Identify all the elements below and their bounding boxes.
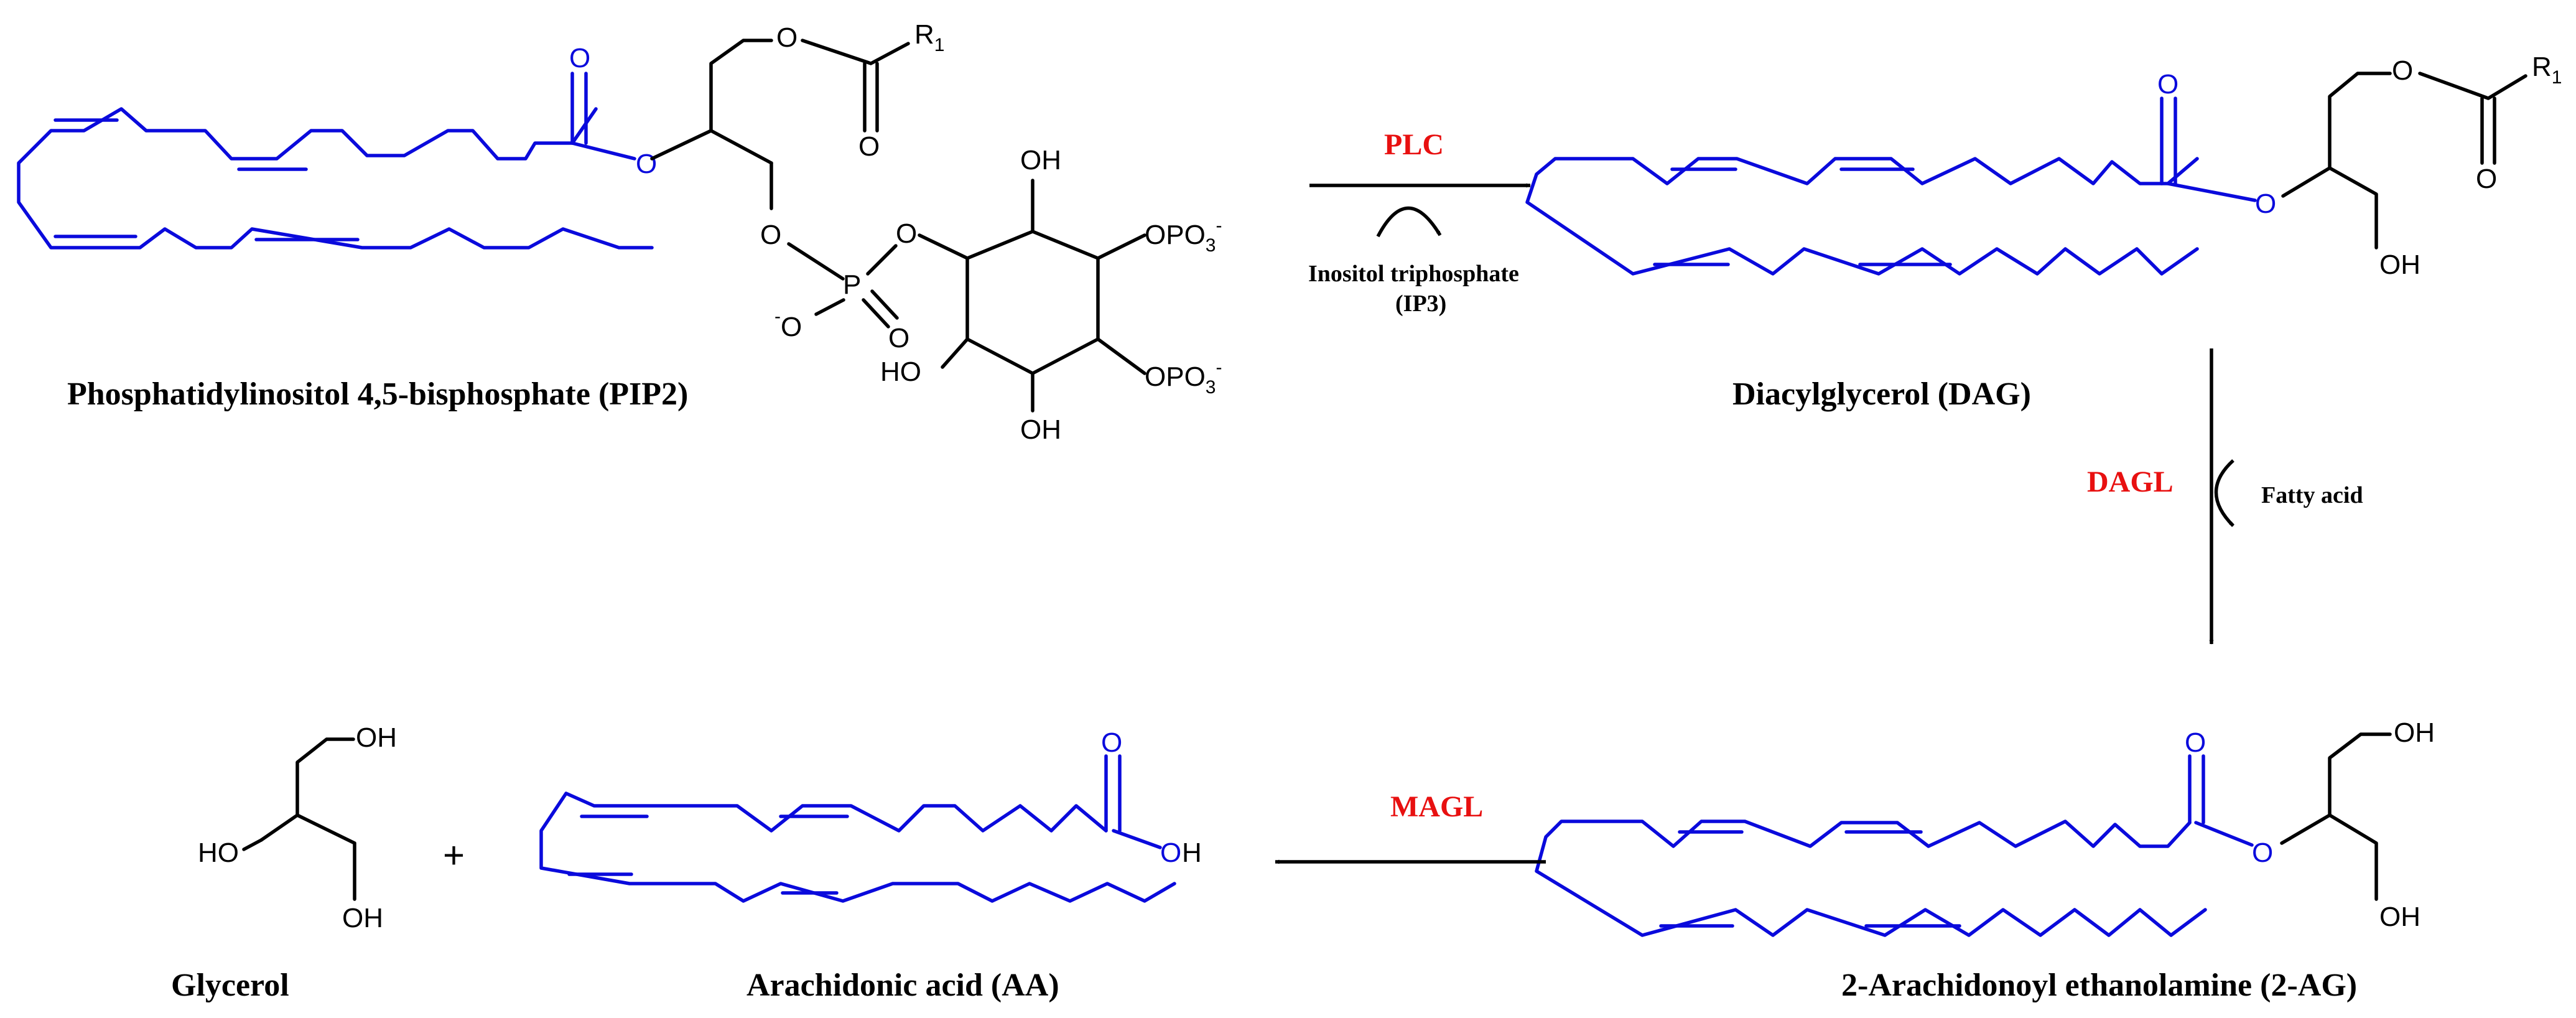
dag-acyl-r1 (2418, 72, 2527, 100)
glycerol-backbone-bottom (295, 813, 356, 901)
pip2-ring-ho-left (941, 337, 969, 369)
plus-sign: + (443, 834, 465, 876)
dag-oh: OH (2379, 250, 2420, 280)
pip2-phosphate-o1: O (760, 220, 781, 250)
pip2-po-bond2 (866, 244, 898, 276)
dag-sn1-o: O (2392, 55, 2413, 86)
pip2-phosphate-o3: O (888, 323, 909, 353)
pip2-label: Phosphatidylinositol 4,5-bisphosphate (P… (67, 376, 688, 412)
dag-label: Diacylglycerol (DAG) (1732, 376, 2031, 412)
two-ag-chain (1535, 820, 2207, 937)
pip2-oh-top: OH (1020, 145, 1061, 175)
ip3-curved-arrow (1376, 206, 1442, 238)
pip2-phosphate-o2: O (896, 218, 917, 249)
fatty-acid-label: Fatty acid (2261, 482, 2363, 508)
pip2-p-double-b (870, 289, 899, 320)
fatty-acid-curved-arrow (2214, 459, 2234, 527)
two-ag-ester-o-bond (2194, 821, 2254, 847)
magl-reaction: MAGL (1275, 790, 1546, 864)
glycerol-structure: OH HO OH Glycerol (171, 722, 397, 1003)
pip2-inositol-ring (965, 230, 1100, 375)
pip2-po-bond3 (814, 298, 845, 316)
ip3-label-line2: (IP3) (1395, 291, 1446, 317)
two-ag-oh-bottom: OH (2379, 902, 2420, 932)
pip2-carbonyl-o: O (569, 43, 590, 73)
magl-enzyme-label: MAGL (1390, 790, 1483, 823)
pip2-acyl-o: O (858, 131, 880, 162)
two-ag-structure: O O OH OH 2-Arachidonoyl ethanolamine (2… (1535, 717, 2435, 1003)
glycerol-label: Glycerol (171, 968, 289, 1003)
dag-r-group: R1 (2532, 52, 2562, 88)
pip2-ho-left: HO (880, 357, 921, 387)
two-ag-ester-o: O (2252, 838, 2273, 868)
aa-oh-bond (1112, 829, 1162, 849)
two-ag-oh-top: OH (2394, 717, 2435, 748)
two-ag-label: 2-Arachidonoyl ethanolamine (2-AG) (1841, 968, 2357, 1003)
pip2-o-ring-bond (918, 233, 969, 260)
pip2-phosphorus: P (843, 269, 861, 300)
two-ag-glycerol-bottom (2328, 813, 2378, 901)
pip2-sn1-o: O (776, 22, 797, 53)
pip2-ring-opo-bottom (1096, 337, 1146, 375)
pip2-structure: O O O O R1 O P O -O O OH OPO3- OPO3- OH (17, 19, 1222, 445)
dagl-enzyme-label: DAGL (2087, 465, 2174, 498)
aa-chain (539, 792, 1176, 903)
pip2-chain-upper (17, 107, 654, 250)
dag-acyl-o: O (2476, 164, 2497, 194)
dag-glycerol-backbone (2281, 72, 2392, 198)
dag-ch2oh (2328, 166, 2378, 250)
glycerol-oh-bottom: OH (342, 903, 383, 933)
aa-oh: O (1160, 838, 1181, 868)
two-ag-glycerol-top (2280, 732, 2392, 845)
two-ag-carbonyl-o: O (2185, 727, 2206, 758)
glycerol-ho-bond (242, 838, 263, 851)
pip2-po-bond1 (787, 242, 845, 281)
plc-reaction: PLC Inositol triphosphate (IP3) (1308, 128, 1531, 317)
aa-oh-h: H (1182, 838, 1202, 868)
aa-label: Arachidonic acid (AA) (746, 968, 1059, 1003)
aa-structure: O O H Arachidonic acid (AA) (539, 727, 1202, 1003)
aa-carbonyl-o: O (1101, 727, 1122, 758)
glycerol-oh-top: OH (356, 722, 397, 753)
dag-structure: O O OH O O R1 Diacylglycerol (DAG) (1525, 52, 2562, 412)
plc-enzyme-label: PLC (1384, 128, 1444, 161)
pip2-ring-opo-top (1096, 233, 1146, 260)
dagl-reaction: DAGL Fatty acid (2087, 348, 2363, 645)
pip2-p-double-a (862, 298, 890, 329)
pip2-opo3-top: OPO3- (1145, 215, 1222, 256)
pip2-glycerol-backbone (650, 39, 773, 161)
pip2-ester-o-bond (570, 141, 636, 161)
dag-ester-o: O (2255, 189, 2276, 219)
pip2-acyl-r1 (801, 39, 910, 65)
pip2-opo3-bottom: OPO3- (1145, 357, 1222, 398)
glycerol-backbone-top (259, 737, 355, 842)
dag-carbonyl-o: O (2157, 69, 2178, 100)
pip2-oh-bottom: OH (1020, 414, 1061, 445)
dag-chain (1525, 157, 2199, 276)
pip2-sn3-bond (709, 129, 773, 165)
glycerol-ho-left: HO (198, 838, 239, 868)
ip3-label-line1: Inositol triphosphate (1308, 261, 1519, 287)
pip2-ester-o: O (636, 149, 657, 179)
dag-ester-o-bond (2166, 182, 2257, 202)
pip2-phosphate-o-minus: -O (774, 306, 802, 342)
pip2-r-group: R1 (914, 19, 944, 55)
